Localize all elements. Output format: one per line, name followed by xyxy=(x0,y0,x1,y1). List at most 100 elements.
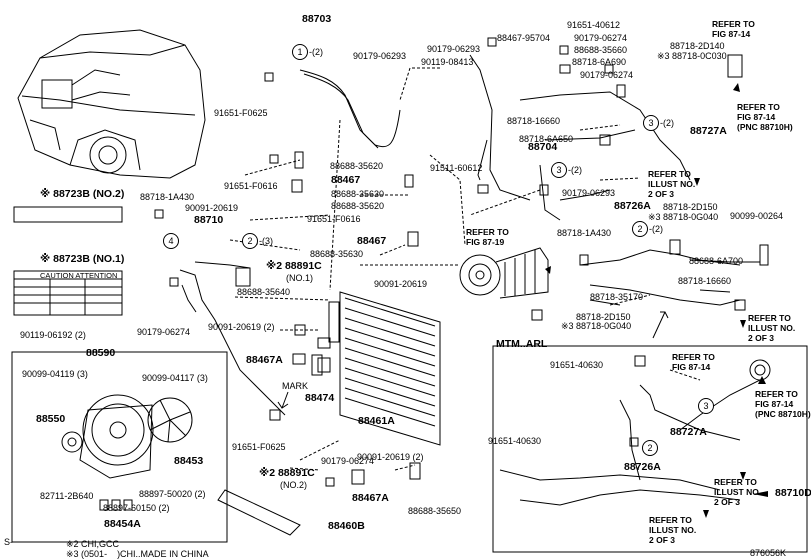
part-88460B: 88460B xyxy=(328,520,365,532)
part-88688-35640: 88688-35640 xyxy=(237,287,291,297)
part-90179-06293-b: 90179-06293 xyxy=(427,44,481,54)
part-90179-06274-a: 90179-06274 xyxy=(137,327,191,337)
caution-table-header: CAUTION ATTENTION xyxy=(40,271,118,280)
part-90091-20619-d: 90091-20619 (2) xyxy=(208,322,275,332)
mtm-group-box xyxy=(492,345,808,553)
callout-3b: 3 xyxy=(551,162,567,178)
footnote-3: ※3 (0501- )CHI..MADE IN CHINA xyxy=(66,549,209,559)
part-90179-06293-a: 90179-06293 xyxy=(353,51,407,61)
part-88710-b: 88710D xyxy=(775,487,811,499)
part-88718-2D140: 88718-2D140 xyxy=(670,41,725,51)
part-88550: 88550 xyxy=(36,413,66,425)
part-88454A: 88454A xyxy=(104,518,141,530)
part-91651-F0625-b: 91651-F0625 xyxy=(232,442,286,452)
callout-2b: 2 xyxy=(632,221,648,237)
part-90099-04117: 90099-04117 (3) xyxy=(142,373,208,383)
part-91651-40612: 91651-40612 xyxy=(567,20,621,30)
part-90119-08413: 90119-08413 xyxy=(421,57,474,67)
part-88718-1A430-b: 88718-1A430 xyxy=(557,228,612,238)
callout-3a: 3 xyxy=(643,115,659,131)
part-90091-20619-c: 90091-20619 xyxy=(185,203,239,213)
part-88590: 88590 xyxy=(86,347,116,359)
part-88718-2D150-b: 88718-2D150 xyxy=(576,312,631,322)
part-88718-35170: 88718-35170 xyxy=(590,292,644,302)
note-illust-a: REFER TO ILLUST NO. 2 OF 3 xyxy=(648,169,696,199)
part-88467A-b: 88467A xyxy=(352,492,389,504)
part-88718-0C030: ※3 88718-0C030 xyxy=(657,51,727,61)
note-refer-87-14-a: REFER TO FIG 87-14 xyxy=(712,19,755,39)
part-90179-06274-d: 90179-06274 xyxy=(580,70,634,80)
part-88688-35630-a: 88688-35630 xyxy=(331,189,385,199)
part-90179-06274-b: 90179-06274 xyxy=(321,456,375,466)
part-88718-16660-b: 88718-16660 xyxy=(678,276,732,286)
refrigerant-piping xyxy=(179,54,761,506)
note-refer-87-19: REFER TO FIG 87-19 xyxy=(466,227,509,247)
callout-4: 4 xyxy=(163,233,179,249)
leader-lines xyxy=(229,67,701,471)
footnote-s: S- xyxy=(4,537,13,547)
callout-2b-qty: -(2) xyxy=(649,224,663,234)
part-91651-F0616-a: 91651-F0616 xyxy=(224,181,278,191)
callout-1: 1 xyxy=(292,44,308,60)
part-88897-60150: 88897-60150 (2) xyxy=(103,503,170,513)
arrowheads xyxy=(545,83,768,518)
part-90179-06293-c: 90179-06293 xyxy=(562,188,616,198)
part-88718-6A650: 88718-6A650 xyxy=(519,134,574,144)
callout-1-qty: -(2) xyxy=(309,47,323,57)
part-91651-40630-b: 91651-40630 xyxy=(488,436,542,446)
callout-2a-qty: -(3) xyxy=(259,236,273,246)
part-91511-60612: 91511-60612 xyxy=(430,163,483,173)
fittings xyxy=(154,37,771,487)
note-illust-d: REFER TO ILLUST NO. 2 OF 3 xyxy=(649,515,697,545)
callout-2a: 2 xyxy=(242,233,258,249)
part-88723B-no1: ※ 88723B (NO.1) xyxy=(40,253,125,265)
condenser-illustration xyxy=(317,291,441,446)
note-illust-c: REFER TO ILLUST NO. 2 OF 3 xyxy=(714,477,762,507)
part-88710-a: 88710 xyxy=(194,214,224,226)
part-90119-06192: 90119-06192 (2) xyxy=(20,330,86,340)
caution-label-no1 xyxy=(13,270,123,316)
part-88688-35620-a: 88688-35620 xyxy=(330,161,384,171)
footnote-2: ※2 CHI,GCC xyxy=(66,539,120,549)
callout-3c: 3 xyxy=(698,398,714,414)
part-90091-20619-e: 90091-20619 (2) xyxy=(357,452,424,462)
diagram-code: 876056K xyxy=(750,548,787,558)
part-90099-00264: 90099-00264 xyxy=(730,211,784,221)
part-88461A: 88461A xyxy=(358,415,395,427)
part-88718-2D150-a: 88718-2D150 xyxy=(663,202,718,212)
fan-group-box xyxy=(11,351,228,543)
part-88467-a: 88467 xyxy=(331,174,361,186)
part-91651-F0625-a: 91651-F0625 xyxy=(214,108,268,118)
vehicle-illustration xyxy=(17,29,206,179)
part-88688-35650: 88688-35650 xyxy=(408,506,462,516)
part-88688-35630-b: 88688-35630 xyxy=(310,249,364,259)
part-88891C-a: ※2 88891C xyxy=(266,260,322,272)
part-88891C-b: ※2 88891C xyxy=(259,467,315,479)
part-91651-F0616-b: 91651-F0616 xyxy=(307,214,361,224)
part-88726A-b: 88726A xyxy=(624,461,661,473)
callout-3b-qty: -(2) xyxy=(568,165,582,175)
note-refer-87-14-d: REFER TO FIG 87-14 (PNC 88710H) xyxy=(755,389,811,419)
part-88688-6A700: 88688-6A700 xyxy=(689,256,744,266)
caution-label-no2 xyxy=(13,206,123,223)
part-90099-04119: 90099-04119 (3) xyxy=(22,369,88,379)
part-88718-0G040-a: ※3 88718-0G040 xyxy=(648,212,719,222)
mtm-heading: MTM..ARL xyxy=(496,338,548,350)
part-88467-b: 88467 xyxy=(357,235,387,247)
mark-label: MARK xyxy=(282,381,309,391)
seal-strip xyxy=(217,489,301,536)
part-88703: 88703 xyxy=(302,13,332,25)
note-refer-87-14-c: REFER TO FIG 87-14 xyxy=(672,352,715,372)
part-88718-1A430-a: 88718-1A430 xyxy=(140,192,195,202)
part-88727A-a: 88727A xyxy=(690,125,727,137)
note-illust-b: REFER TO ILLUST NO. 2 OF 3 xyxy=(748,313,796,343)
part-88718-16660-a: 88718-16660 xyxy=(507,116,561,126)
part-88474: 88474 xyxy=(305,392,335,404)
part-88467A-a: 88467A xyxy=(246,354,283,366)
part-88726A-a: 88726A xyxy=(614,200,651,212)
part-88727A-b: 88727A xyxy=(670,426,707,438)
fan-illustration xyxy=(61,394,193,511)
part-88891C-a-sub: (NO.1) xyxy=(286,273,313,283)
part-90091-20619-a: 90091-20619 xyxy=(374,279,428,289)
